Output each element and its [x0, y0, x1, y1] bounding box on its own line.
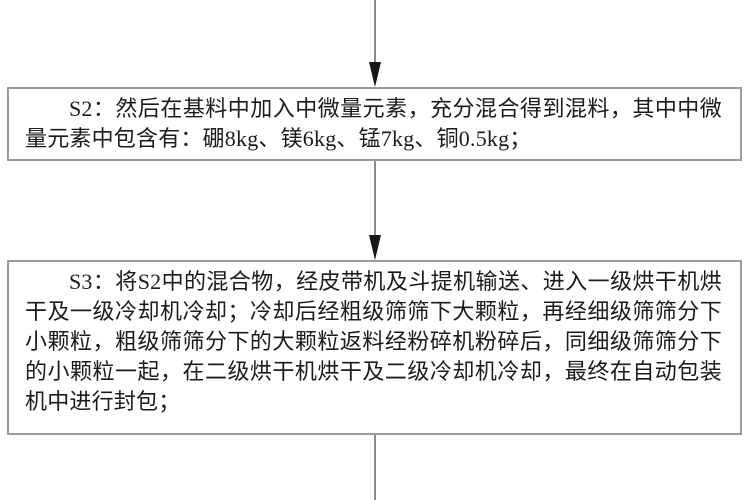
connector-line-bottom — [374, 435, 376, 500]
arrow-down-icon — [369, 62, 381, 87]
step-s3-text: S3：将S2中的混合物，经皮带机及斗提机输送、进入一级烘干机烘干及一级冷却机冷却… — [25, 269, 722, 414]
step-s2-text: S2：然后在基料中加入中微量元素，充分混合得到混料，其中中微量元素中包含有：硼8… — [25, 96, 722, 151]
step-box-s2: S2：然后在基料中加入中微量元素，充分混合得到混料，其中中微量元素中包含有：硼8… — [7, 87, 742, 161]
connector-line-middle — [374, 161, 376, 237]
step-box-s3: S3：将S2中的混合物，经皮带机及斗提机输送、进入一级烘干机烘干及一级冷却机冷却… — [7, 260, 742, 435]
arrow-down-icon — [369, 235, 381, 260]
connector-line-top — [374, 0, 376, 63]
